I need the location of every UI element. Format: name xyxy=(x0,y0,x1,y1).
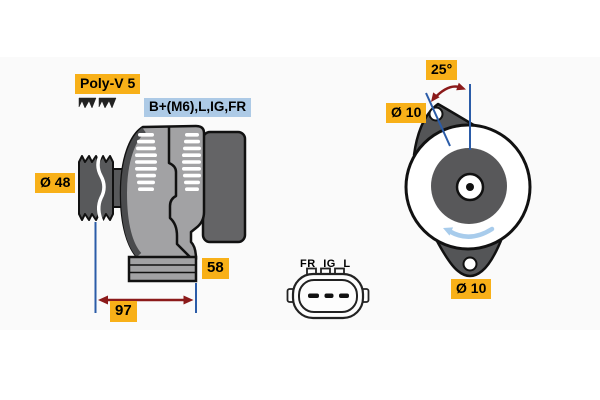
depth-dimension-label: 58 xyxy=(202,258,229,279)
angle-reference-line-slanted xyxy=(425,92,451,147)
rotation-direction-arrow xyxy=(447,226,495,239)
vent-slots-right xyxy=(182,133,201,191)
rotation-arrowhead xyxy=(443,227,454,236)
connector-pins-label: FR IG L xyxy=(300,258,351,270)
alternator-side-view xyxy=(78,97,247,283)
arrowhead-right xyxy=(183,295,194,305)
rear-view-dimensions xyxy=(425,82,471,150)
side-view-dimensions xyxy=(94,222,197,313)
terminals-label: B+(M6),L,IG,FR xyxy=(144,98,252,117)
connector-pins xyxy=(308,293,349,298)
belt-profile-icon xyxy=(78,97,117,109)
shaft-center-dot xyxy=(466,183,474,191)
pulley-break-line xyxy=(96,153,106,223)
top-hole-diameter-label: Ø 10 xyxy=(386,103,427,123)
connector-inner-shell xyxy=(298,279,358,313)
rear-housing-block xyxy=(201,130,247,244)
connector-diagram xyxy=(286,267,370,320)
arc-arrowhead-left xyxy=(431,92,440,102)
front-rim xyxy=(120,127,146,258)
bottom-mounting-hole xyxy=(462,256,478,272)
alternator-rear-view xyxy=(404,102,532,278)
vent-slots-left xyxy=(135,133,157,191)
housing-seam xyxy=(167,126,191,258)
bottom-hole-diameter-label: Ø 10 xyxy=(451,279,492,299)
mounting-angle-label: 25° xyxy=(426,60,458,80)
length-dimension-label: 97 xyxy=(110,301,137,322)
pulley-diameter-label: Ø 48 xyxy=(35,173,76,193)
arrowhead-left xyxy=(98,295,108,305)
arc-arrowhead-right xyxy=(456,82,466,91)
pulley xyxy=(78,155,114,221)
mounting-foot xyxy=(127,255,198,283)
belt-type-label: Poly-V 5 xyxy=(75,74,141,94)
